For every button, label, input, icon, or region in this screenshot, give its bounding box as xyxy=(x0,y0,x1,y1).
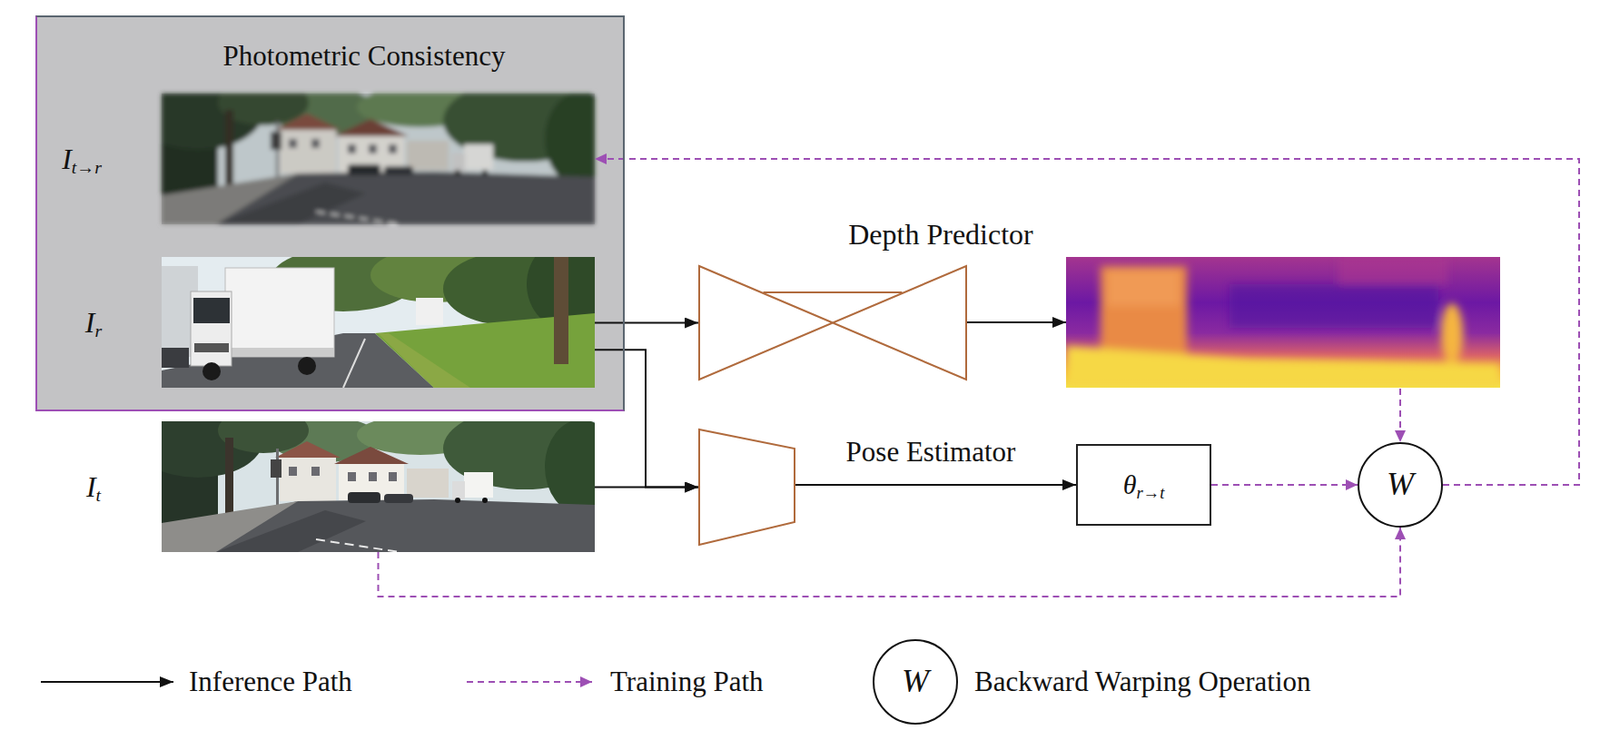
pose-estimator-block: Pose Estimator xyxy=(698,428,796,546)
legend-text: Training Path xyxy=(610,665,764,699)
image-label: It xyxy=(86,470,101,504)
inference-path-arrow xyxy=(594,322,699,325)
depth-predictor-block: Depth Predictor xyxy=(698,265,968,381)
inference-path-arrow xyxy=(594,486,699,489)
block-label: Depth Predictor xyxy=(848,217,1034,252)
text-holder: θr→t xyxy=(1123,469,1166,502)
encoder-outline xyxy=(699,429,795,545)
depth-map xyxy=(1338,256,1448,285)
depth-map xyxy=(1441,303,1463,366)
legend-operator-symbol: W xyxy=(901,662,929,701)
depth-output-arrow xyxy=(967,321,1067,324)
warped-image xyxy=(161,93,595,225)
warped-image xyxy=(132,73,618,225)
image-label: Ir xyxy=(85,306,102,340)
depth-map xyxy=(1066,256,1501,388)
depth-map xyxy=(1229,284,1439,328)
target-image xyxy=(132,401,618,553)
block-label: Pose Estimator xyxy=(846,435,1017,469)
depth-map xyxy=(1066,256,1501,388)
depth-map xyxy=(1066,256,1501,388)
photometric-panel: Photometric ConsistencyIt→rIr xyxy=(35,15,625,412)
operator-symbol: W xyxy=(1386,465,1414,504)
warp-operator: W xyxy=(1357,442,1443,528)
inference-path-arrow xyxy=(594,349,699,487)
image-frame: It xyxy=(161,421,595,553)
panel-fill xyxy=(36,16,624,411)
legend-inference-sample xyxy=(40,681,174,683)
legend-training-sample xyxy=(466,681,593,683)
pose-symbol: θr→t xyxy=(1123,469,1166,502)
encoder-decoder-outline xyxy=(699,266,967,380)
depth-map xyxy=(1106,269,1180,307)
bowtie-outline xyxy=(698,265,968,381)
image-frame: Ir xyxy=(161,256,595,388)
inference-path-arrow xyxy=(795,483,1077,486)
operator-circle xyxy=(1358,443,1442,527)
pose-output-box: θr→t xyxy=(1076,444,1212,526)
depth-map xyxy=(1066,256,1501,388)
reference-image xyxy=(161,237,618,388)
image-frame: It→r xyxy=(161,93,595,225)
legend-text: Backward Warping Operation xyxy=(974,665,1312,699)
training-path-arrow xyxy=(1211,483,1358,486)
depth-map xyxy=(1066,345,1501,388)
legend-warp-sample xyxy=(873,640,958,724)
warped-image xyxy=(132,73,618,225)
training-path-arrow xyxy=(594,158,1580,485)
image-label: It→r xyxy=(61,142,102,177)
legend-text: Inference Path xyxy=(188,665,353,699)
depth-to-warp-arrow xyxy=(1399,388,1402,443)
text-holder: W xyxy=(1386,465,1414,504)
panel-title: Photometric Consistency xyxy=(223,39,506,73)
reference-image xyxy=(161,237,618,388)
training-path-arrow xyxy=(378,527,1402,597)
trap-outline xyxy=(698,428,796,546)
target-image xyxy=(132,401,618,553)
skip-connection-line xyxy=(763,291,903,294)
